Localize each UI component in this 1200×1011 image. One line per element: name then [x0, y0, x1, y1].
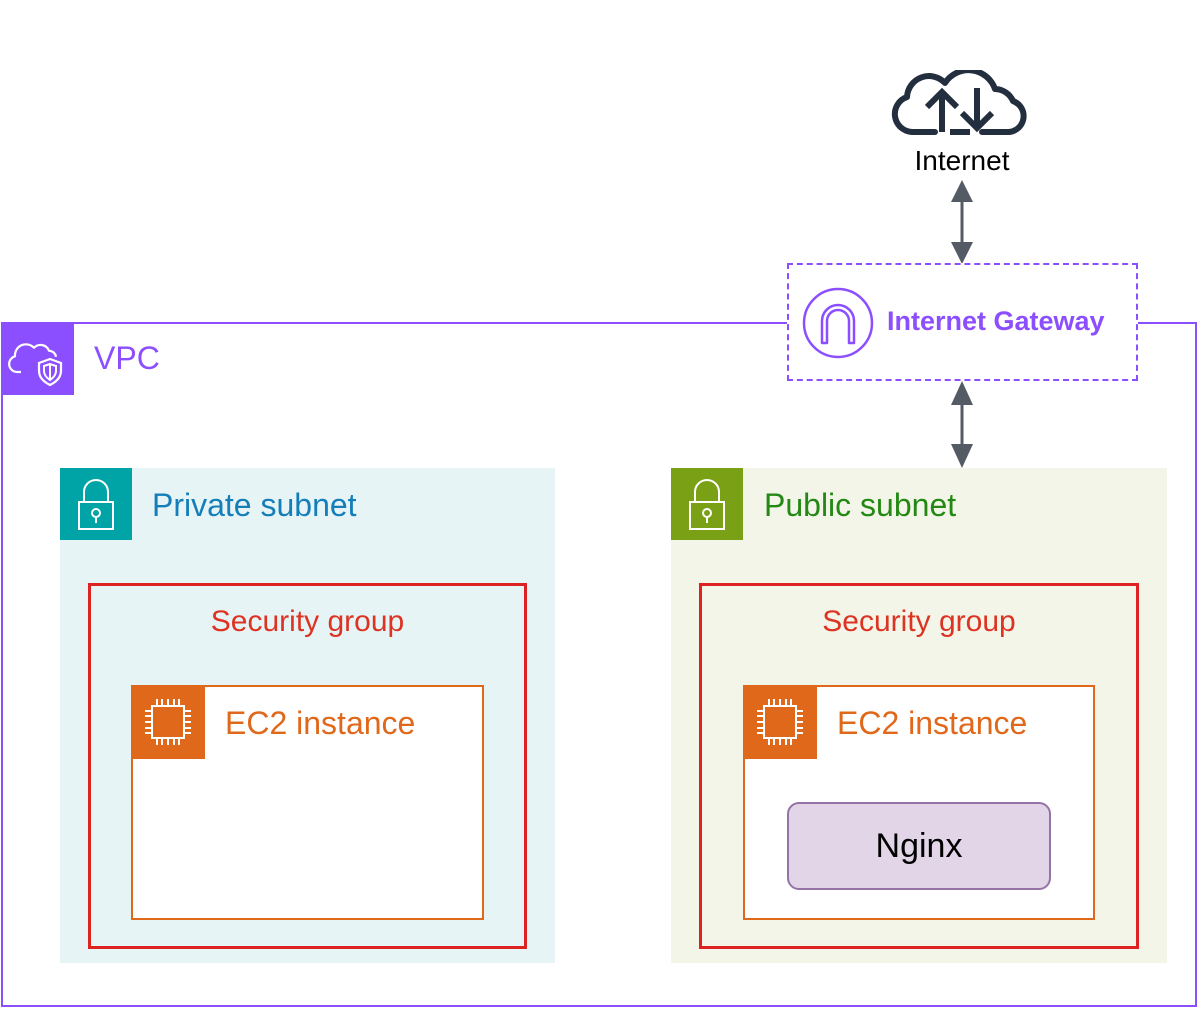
bidirectional-arrow-internet-igw [944, 180, 980, 264]
security-group-label: Security group [210, 605, 405, 638]
public-subnet-label: Public subnet [764, 487, 957, 523]
internet-gateway-box [787, 263, 1138, 381]
security-group-private [88, 583, 527, 949]
chip-icon [131, 685, 205, 759]
internet-label: Internet [914, 145, 1010, 176]
internet-gateway-label: Internet Gateway [887, 306, 1105, 336]
ec2-instance-label: EC2 instance [225, 705, 416, 741]
ec2-instance-label: EC2 instance [837, 705, 1028, 741]
security-group-public [699, 583, 1139, 949]
ec2-instance-private [131, 685, 484, 920]
security-group-label: Security group [822, 605, 1016, 638]
private-subnet-label: Private subnet [152, 487, 357, 523]
vpc-container [1, 322, 1197, 1007]
nginx-service: Nginx [787, 802, 1051, 890]
internet-gateway-icon [802, 287, 874, 359]
bidirectional-arrow-igw-public-subnet [944, 381, 980, 468]
chip-icon [743, 685, 817, 759]
cloud-upload-download-icon [890, 67, 1035, 138]
vpc-cloud-shield-icon [1, 322, 74, 395]
vpc-label: VPC [94, 340, 160, 376]
lock-icon [60, 468, 132, 540]
lock-icon [671, 468, 743, 540]
